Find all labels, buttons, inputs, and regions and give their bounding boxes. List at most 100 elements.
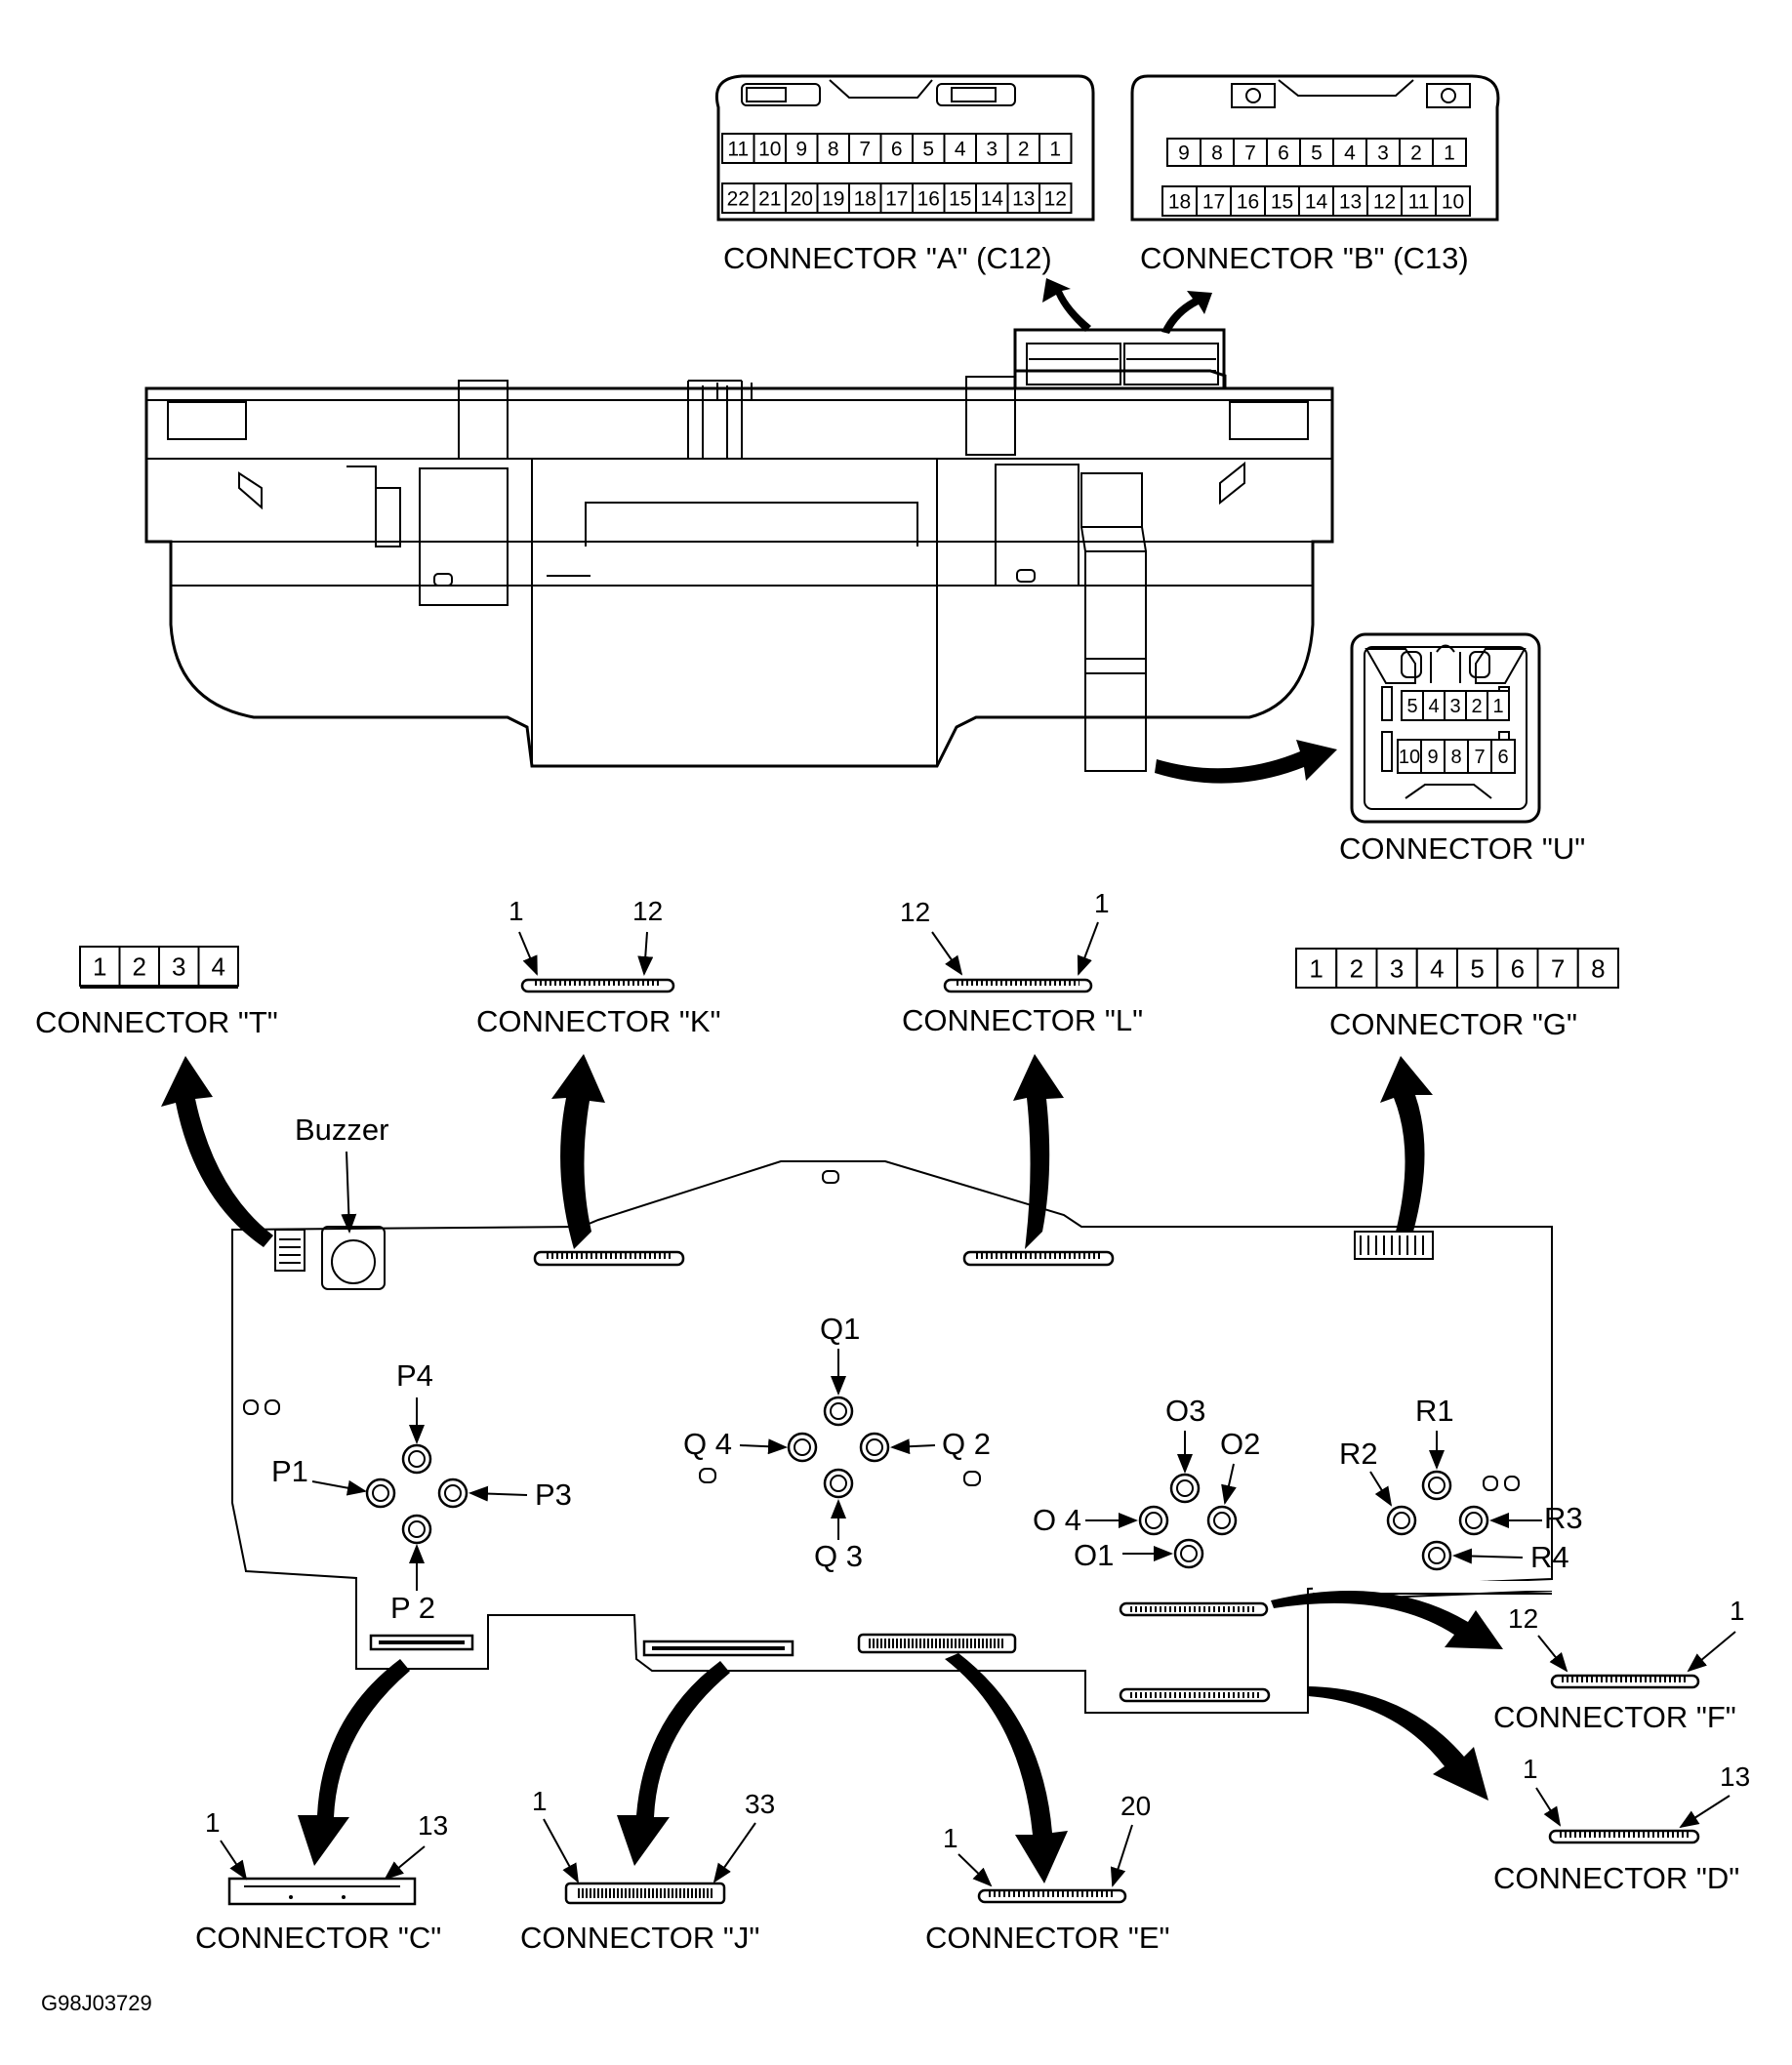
- arrow-to-connector-k: [551, 1054, 605, 1249]
- connector-g-pin-number: 3: [1390, 953, 1404, 983]
- connector-f-pin-right: 1: [1730, 1596, 1745, 1626]
- connector-c-pin-right: 13: [418, 1810, 448, 1841]
- connector-a-pin-number: 4: [955, 139, 966, 161]
- connector-u-pin-number: 5: [1406, 696, 1417, 717]
- connector-b-pin-number: 16: [1237, 191, 1259, 214]
- connector-u-pin-number: 4: [1428, 696, 1439, 717]
- connector-a-pin-number: 19: [822, 188, 844, 211]
- connector-g-pin-number: 4: [1430, 953, 1444, 983]
- connector-g-pin-number: 8: [1591, 953, 1605, 983]
- connector-a-label: CONNECTOR "A" (C12): [723, 241, 1052, 275]
- connector-f-strip: [1550, 1674, 1700, 1689]
- connector-t-pin-cell: [197, 946, 239, 987]
- connector-a-pin-number: 1: [1049, 139, 1061, 161]
- connector-a-pin-number: 10: [758, 139, 781, 161]
- arrow-to-connector-l: [1013, 1054, 1064, 1249]
- test-point-r2: R2: [1339, 1437, 1378, 1471]
- connector-j-pin-right: 33: [745, 1789, 775, 1819]
- connector-a-pin-number: 14: [981, 188, 1004, 211]
- connector-g-pin-number: 7: [1551, 953, 1565, 983]
- connector-b-pin-cell: [1399, 138, 1434, 167]
- arrow-to-connector-f: [1271, 1590, 1503, 1649]
- connector-d-strip: [1548, 1829, 1700, 1844]
- connector-a-pin-cell: [879, 133, 914, 164]
- connector-b-pin-number: 9: [1178, 142, 1190, 165]
- connector-b-pin-cell: [1200, 138, 1235, 167]
- connector-a-pin-number: 2: [1018, 139, 1030, 161]
- arrow-to-connector-a: [1042, 278, 1091, 332]
- test-point-p3: P3: [535, 1478, 572, 1512]
- connector-t-pin-number: 1: [93, 952, 106, 981]
- connector-a-pin-cell: [975, 182, 1009, 214]
- connector-g-pin-cell: [1536, 948, 1579, 989]
- arrow-to-connector-t: [161, 1056, 273, 1247]
- connector-k-pin-right: 12: [632, 896, 663, 926]
- connector-k-label: CONNECTOR "K": [476, 1004, 721, 1038]
- test-point-o1: O1: [1074, 1538, 1114, 1572]
- connector-b-pin-number: 14: [1305, 191, 1328, 214]
- connector-g-pin-number: 2: [1350, 953, 1364, 983]
- connector-t-pin-number: 4: [212, 952, 225, 981]
- connector-d-pin-right: 13: [1720, 1761, 1750, 1792]
- test-point-o4: O 4: [1033, 1503, 1081, 1537]
- connector-a-pin-number: 17: [885, 188, 908, 211]
- connector-e-pin-right: 20: [1120, 1791, 1151, 1821]
- connector-u-pin-number: 10: [1399, 747, 1420, 768]
- connector-a-pin-number: 5: [922, 139, 934, 161]
- connector-b-pin-number: 10: [1442, 191, 1464, 214]
- connector-j-label: CONNECTOR "J": [520, 1921, 759, 1955]
- connector-b-pin-cell: [1432, 138, 1467, 167]
- connector-b-pin-number: 6: [1278, 142, 1289, 165]
- connector-b-pin-cell: [1233, 138, 1268, 167]
- arrow-to-connector-b: [1161, 291, 1212, 334]
- connector-b-pin-number: 13: [1339, 191, 1362, 214]
- connector-c-label: CONNECTOR "C": [195, 1921, 441, 1955]
- test-point-group-q: [787, 1396, 890, 1499]
- connector-b-pin-cell: [1298, 185, 1334, 217]
- arrow-to-connector-c: [298, 1659, 410, 1866]
- connector-a-pin-cell: [816, 133, 850, 164]
- connector-g-pin-number: 6: [1511, 953, 1525, 983]
- connector-a-pin-number: 8: [828, 139, 839, 161]
- connector-a-pin-cell: [785, 182, 819, 214]
- connector-b-label: CONNECTOR "B" (C13): [1140, 241, 1469, 275]
- connector-a-pin-number: 11: [727, 139, 749, 161]
- test-point-group-p: [365, 1443, 468, 1545]
- test-point-p2: P 2: [390, 1591, 435, 1625]
- test-point-r3: R3: [1544, 1501, 1583, 1535]
- connector-j-strip: [564, 1882, 726, 1905]
- test-point-group-o: [1138, 1473, 1238, 1569]
- connector-b-pin-number: 11: [1408, 191, 1430, 214]
- circuit-board-outline: [231, 1160, 1553, 1714]
- connector-t-pin-cell: [79, 946, 121, 987]
- connector-t-pin-cell: [158, 946, 200, 987]
- test-point-o2: O2: [1220, 1427, 1260, 1461]
- arrow-to-connector-d: [1308, 1686, 1488, 1801]
- connector-a-pin-number: 9: [795, 139, 807, 161]
- instrument-cluster-illustration: [144, 328, 1334, 772]
- connector-a-pin-cell: [848, 133, 882, 164]
- connector-l-strip: [943, 978, 1093, 993]
- test-point-q2: Q 2: [942, 1427, 991, 1461]
- connector-u-pin-number: 1: [1492, 696, 1503, 717]
- connector-a-pin-number: 3: [986, 139, 998, 161]
- connector-c-pin-left: 1: [205, 1807, 221, 1838]
- connector-a-pin-cell: [912, 133, 946, 164]
- connector-g-pin-cell: [1456, 948, 1499, 989]
- test-point-r1: R1: [1415, 1394, 1454, 1428]
- connector-j-pin-left: 1: [532, 1786, 548, 1816]
- test-point-p4: P4: [396, 1358, 433, 1393]
- connector-l-pin-right: 1: [1094, 888, 1110, 918]
- connector-b-pin-number: 7: [1244, 142, 1256, 165]
- connector-g-pin-cell: [1335, 948, 1378, 989]
- connector-a-pin-cell: [912, 182, 946, 214]
- connector-b-pin-cell: [1435, 185, 1471, 217]
